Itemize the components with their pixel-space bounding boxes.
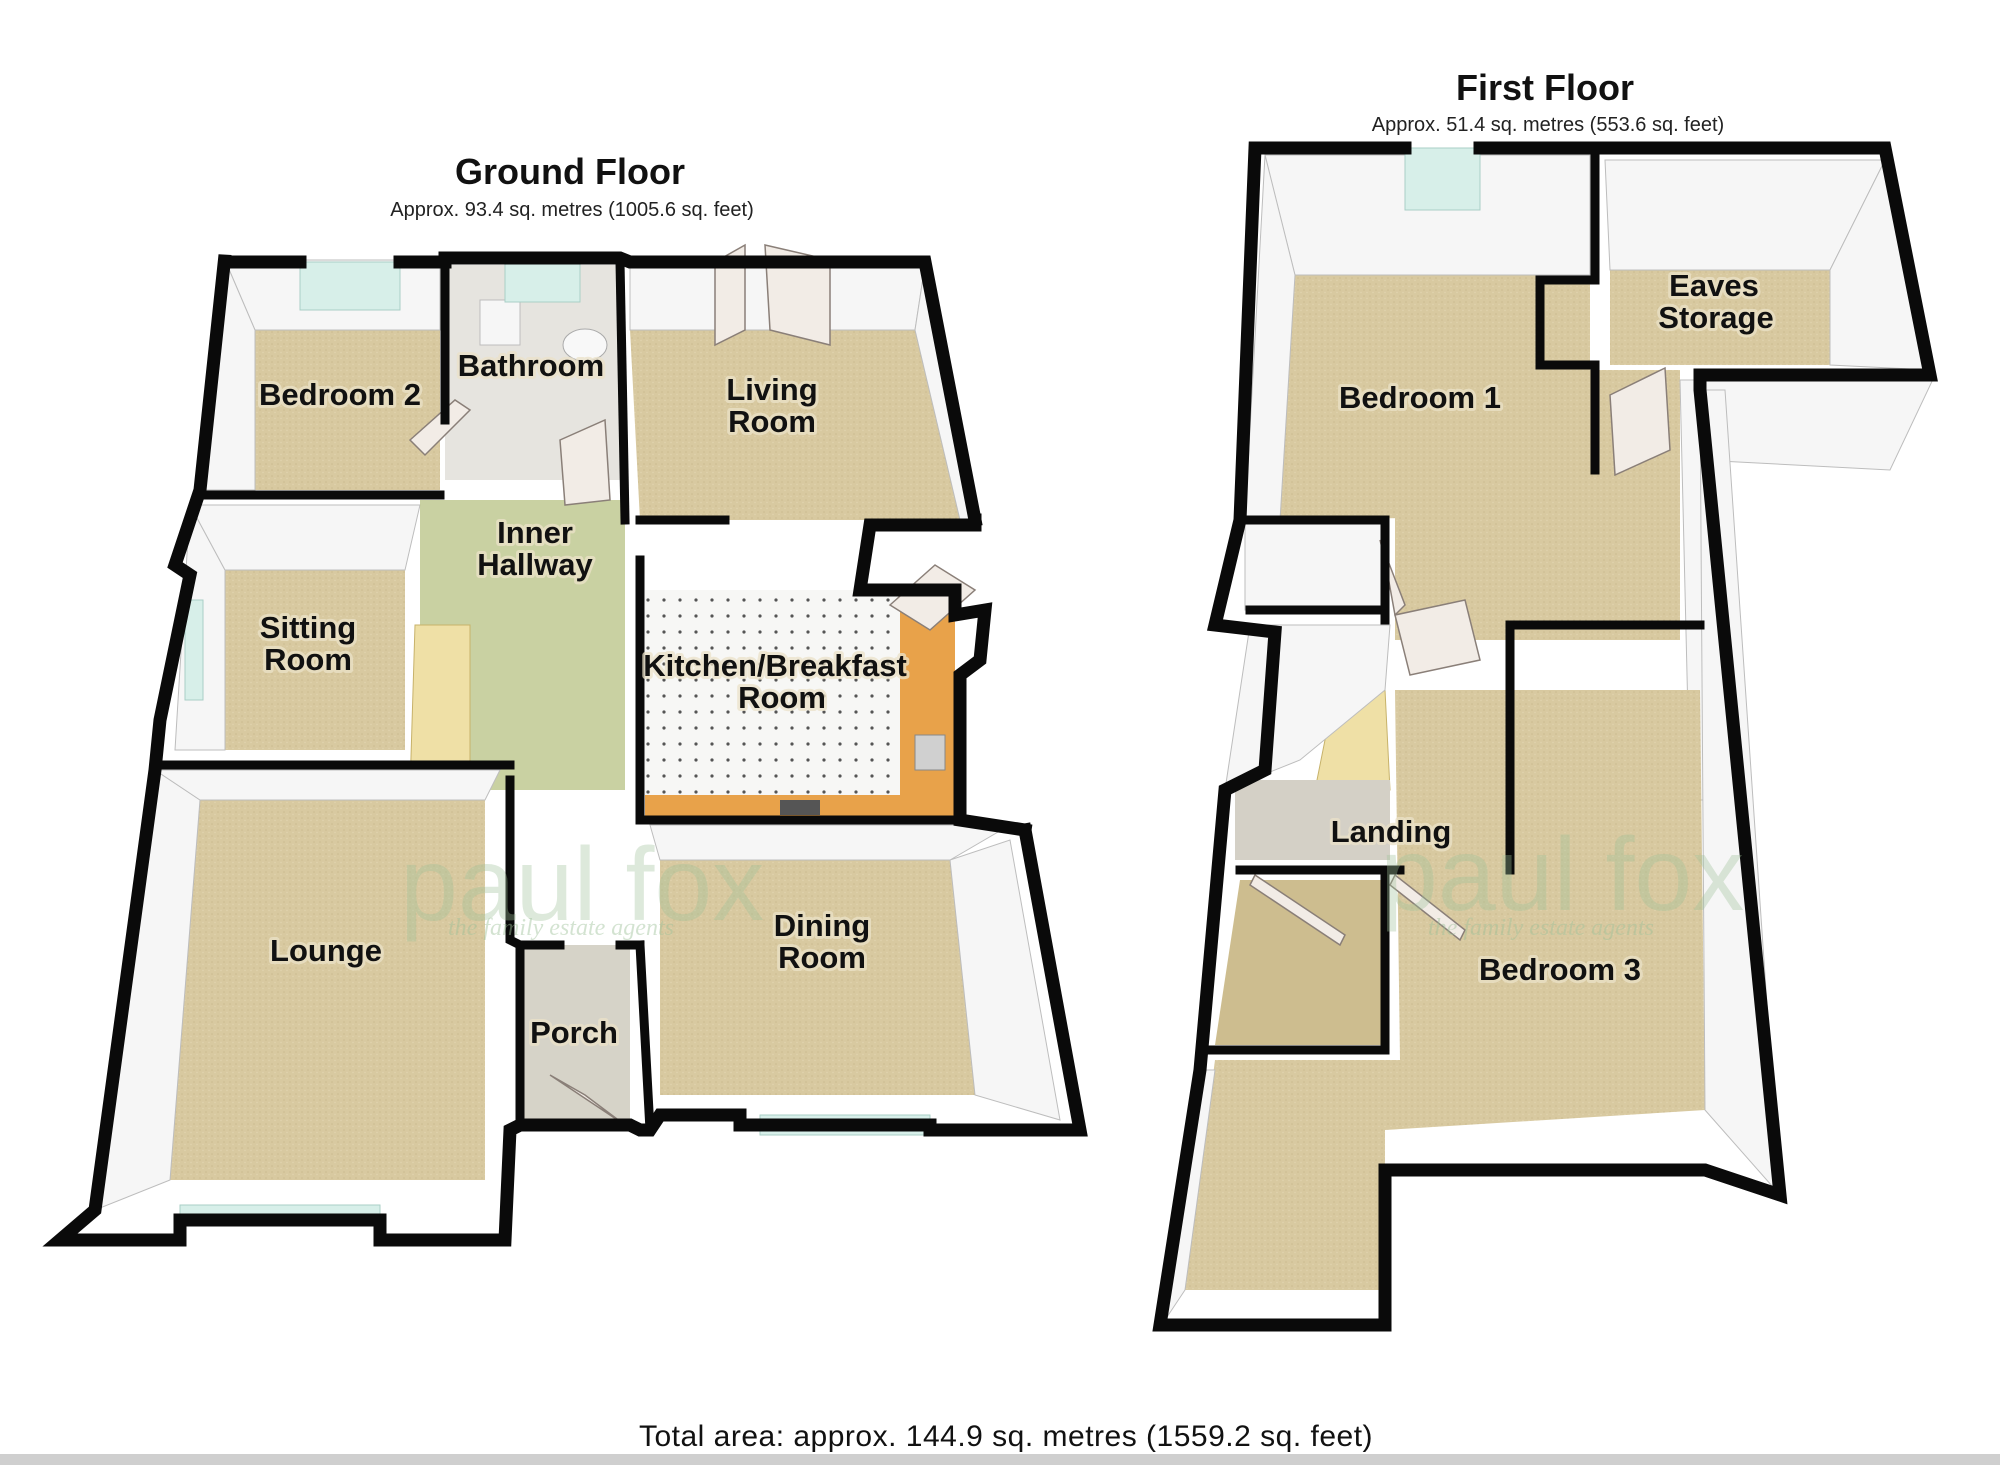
door-icon — [1394, 599, 1481, 676]
bedroom2-floor — [255, 330, 440, 490]
inner-wall — [505, 775, 525, 1130]
room-label-kitchen-line2: Room — [738, 680, 826, 715]
french-door-left — [714, 243, 746, 347]
room-label-eaves-storage-line1: Eaves — [1669, 268, 1759, 303]
inner-wall — [635, 555, 965, 825]
room-label-porch: Porch — [530, 1015, 618, 1050]
room-label-living-room-line1: Living — [726, 372, 817, 407]
bedroom3-floor — [1185, 690, 1705, 1290]
watermark-tagline: the family estate agents — [448, 915, 674, 941]
sitting-room-floor — [225, 570, 405, 750]
bath-icon — [562, 328, 608, 362]
dining-room-wall-top — [649, 824, 1012, 861]
room-label-sitting-room-line1: Sitting — [260, 610, 356, 645]
room-label-bedroom1: Bedroom 1 — [1339, 380, 1501, 415]
lounge-floor — [170, 800, 485, 1180]
central-floor — [1395, 370, 1680, 640]
dining-room-floor — [660, 860, 975, 1095]
landing-floor — [1235, 780, 1390, 860]
watermark-brand: paul fox — [1380, 817, 1744, 933]
watermark-brand: paul fox — [400, 827, 764, 943]
door-icon — [559, 418, 611, 506]
sink-icon — [914, 734, 946, 771]
room-label-lounge: Lounge — [270, 933, 382, 968]
first-floor-plan — [1152, 141, 1938, 1332]
ground-floor-area: Approx. 93.4 sq. metres (1005.6 sq. feet… — [390, 199, 754, 221]
lounge-wall-top — [153, 769, 501, 801]
porch-floor — [520, 945, 630, 1120]
first-floor-area: Approx. 51.4 sq. metres (553.6 sq. feet) — [1372, 114, 1724, 136]
inner-hallway-floor — [420, 500, 625, 790]
window-icon — [184, 599, 204, 701]
room-label-landing: Landing — [1331, 814, 1452, 849]
kitchen-floor — [645, 590, 930, 795]
room-label-sitting-room-line2: Room — [264, 642, 352, 677]
eaves-storage-floor — [1610, 270, 1830, 365]
room-label-living-room-line2: Room — [728, 404, 816, 439]
dining-room-wall-right — [949, 839, 1061, 1121]
ground-outer-wall — [42, 254, 1088, 1247]
room-label-bedroom3: Bedroom 3 — [1479, 952, 1641, 987]
window-icon — [299, 261, 401, 311]
room-label-kitchen-line1: Kitchen/Breakfast — [643, 648, 907, 683]
window-icon — [1404, 147, 1481, 211]
watermark-tagline: the family estate agents — [1428, 915, 1654, 941]
door-icon — [408, 399, 472, 457]
door-icon — [1389, 873, 1466, 942]
room-label-eaves-storage-line2: Storage — [1658, 300, 1773, 335]
hob-icon — [780, 800, 820, 815]
first-outer-wall — [1152, 141, 1938, 1332]
ground-floor-title: Ground Floor — [455, 151, 685, 192]
cupboard-floor — [1215, 880, 1385, 1045]
inner-wall — [615, 257, 630, 525]
room-label-bedroom2: Bedroom 2 — [259, 377, 421, 412]
room-label-inner-hallway-line2: Hallway — [477, 547, 593, 582]
room-label-inner-hallway-line1: Inner — [497, 515, 573, 550]
first-floor-title: First Floor — [1456, 67, 1634, 108]
footer-bar — [0, 1454, 2000, 1465]
room-label-dining-room-line1: Dining — [774, 908, 870, 943]
room-label-dining-room-line2: Room — [778, 940, 866, 975]
total-area: Total area: approx. 144.9 sq. metres (15… — [639, 1420, 1373, 1453]
watermark-logo: paul fox the family estate agents paul f… — [400, 817, 1744, 943]
bathroom-fixtures — [479, 299, 521, 346]
door-icon — [888, 564, 977, 631]
inner-wall — [1200, 865, 1390, 1055]
door-icon — [1249, 873, 1346, 947]
ground-floor-plan — [42, 243, 1088, 1247]
eaves-underside — [1699, 369, 1936, 471]
inner-wall — [635, 940, 655, 1135]
ground-outer-wall-right — [852, 513, 1033, 838]
door-icon — [1609, 366, 1671, 477]
living-room-floor — [630, 330, 960, 520]
sitting-room-wall-top — [189, 504, 421, 571]
inner-wall — [1535, 143, 1600, 475]
small-cupboard — [1244, 519, 1386, 611]
room-label-bathroom: Bathroom — [458, 348, 604, 383]
window-icon — [504, 261, 581, 303]
french-door-right — [764, 244, 831, 346]
